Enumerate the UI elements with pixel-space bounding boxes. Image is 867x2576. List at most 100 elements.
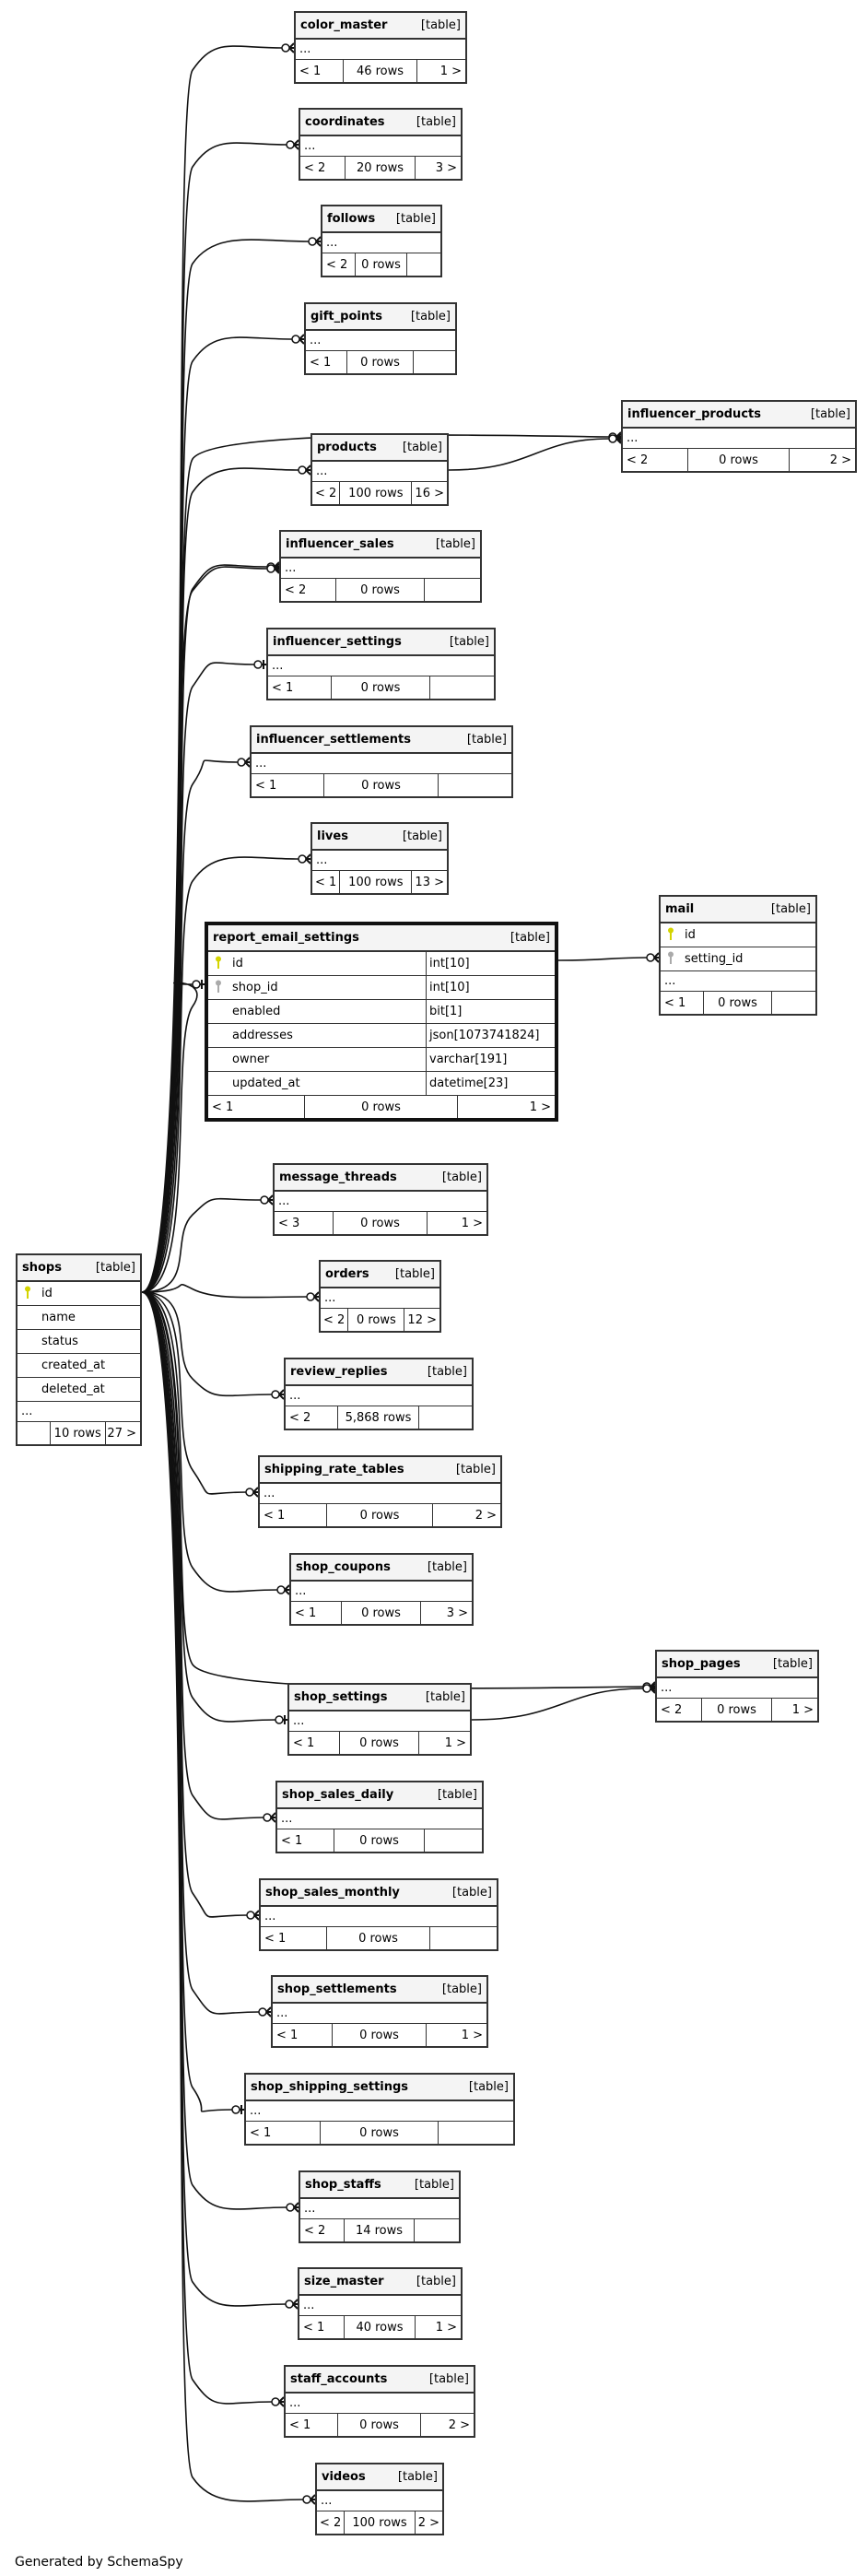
table-name[interactable]: products [317, 441, 377, 454]
more-columns-row[interactable]: ... [246, 2101, 513, 2122]
table-header[interactable]: shop_sales_daily[table] [277, 1782, 482, 1809]
children-link[interactable]: 27 > [107, 1426, 136, 1441]
table-header[interactable]: review_replies[table] [286, 1359, 472, 1386]
children-link[interactable] [439, 774, 511, 796]
table-name[interactable]: influencer_settlements [256, 733, 411, 747]
children-link[interactable]: 16 > [415, 486, 444, 500]
more-columns-row[interactable]: ... [296, 40, 465, 60]
parents-link[interactable]: < 1 [296, 60, 344, 82]
children-link[interactable] [425, 579, 480, 601]
table-name[interactable]: shop_sales_monthly [265, 1886, 400, 1900]
parents-link[interactable]: < 3 [275, 1212, 334, 1234]
parents-link[interactable]: < 1 [260, 1504, 328, 1526]
table-name[interactable]: coordinates [305, 115, 385, 129]
table-name[interactable]: orders [325, 1267, 369, 1281]
children-link[interactable]: 1 > [791, 1702, 814, 1717]
more-columns-row[interactable]: ... [268, 656, 494, 676]
table-name[interactable]: follows [327, 212, 376, 226]
table-name[interactable]: review_replies [290, 1365, 388, 1379]
table-name[interactable]: shop_sales_daily [282, 1788, 394, 1802]
parents-link[interactable]: < 2 [657, 1699, 702, 1721]
table-name[interactable]: influencer_sales [286, 537, 394, 551]
children-link[interactable]: 12 > [407, 1312, 437, 1327]
table-name[interactable]: shop_staffs [305, 2178, 381, 2192]
more-columns-row[interactable]: ... [300, 136, 461, 157]
children-link[interactable] [439, 2122, 513, 2144]
children-link[interactable]: 1 > [435, 2320, 457, 2335]
table-name[interactable]: shop_coupons [296, 1560, 391, 1574]
parents-link[interactable]: < 1 [286, 2414, 339, 2436]
children-link[interactable]: 3 > [435, 160, 457, 175]
table-name[interactable]: videos [322, 2470, 366, 2484]
parents-link[interactable]: < 1 [306, 351, 348, 373]
children-link[interactable] [425, 1829, 482, 1852]
more-columns-row[interactable]: ... [623, 429, 855, 449]
table-name[interactable]: shops [22, 1261, 62, 1275]
children-link[interactable] [419, 1406, 472, 1429]
table-name[interactable]: influencer_settings [273, 635, 402, 649]
table-header[interactable]: message_threads[table] [275, 1165, 486, 1192]
more-columns-row[interactable]: ... [299, 2296, 461, 2316]
column-row[interactable]: id [661, 923, 815, 947]
children-link[interactable]: 1 > [461, 1216, 483, 1230]
children-link[interactable]: 2 > [829, 453, 851, 467]
more-columns-row[interactable]: ... [322, 233, 440, 253]
table-name[interactable]: size_master [304, 2275, 384, 2288]
parents-link[interactable]: < 1 [252, 774, 324, 796]
table-header[interactable]: gift_points[table] [306, 304, 455, 331]
more-columns-row[interactable]: ... [291, 1582, 472, 1602]
column-row[interactable]: status [18, 1330, 140, 1354]
children-link[interactable]: 1 > [529, 1100, 551, 1114]
column-row[interactable]: created_at [18, 1354, 140, 1378]
table-name[interactable]: staff_accounts [290, 2372, 388, 2386]
parents-link[interactable]: < 1 [291, 1602, 342, 1624]
more-columns-row[interactable]: ... [252, 754, 511, 774]
table-header[interactable]: influencer_settlements[table] [252, 727, 511, 754]
parents-link[interactable]: < 1 [268, 676, 332, 699]
table-header[interactable]: report_email_settings[table] [208, 925, 555, 952]
more-columns-row[interactable]: ... [312, 462, 447, 482]
children-link[interactable]: 3 > [446, 1606, 468, 1620]
table-header[interactable]: shop_pages[table] [657, 1652, 817, 1678]
table-header[interactable]: influencer_products[table] [623, 402, 855, 429]
more-columns-row[interactable]: ... [657, 1678, 817, 1699]
parents-link[interactable] [18, 1422, 51, 1444]
table-header[interactable]: influencer_sales[table] [281, 532, 480, 559]
parents-link[interactable]: < 2 [286, 1406, 338, 1429]
table-header[interactable]: shop_shipping_settings[table] [246, 2075, 513, 2101]
parents-link[interactable]: < 1 [289, 1732, 340, 1754]
parents-link[interactable]: < 2 [317, 2511, 346, 2534]
children-link[interactable] [772, 992, 815, 1014]
parents-link[interactable]: < 1 [277, 1829, 335, 1852]
more-columns-row[interactable]: ... [273, 2004, 486, 2024]
table-header[interactable]: influencer_settings[table] [268, 629, 494, 656]
children-link[interactable] [415, 2219, 459, 2241]
more-columns-row[interactable]: ... [18, 1402, 140, 1422]
parents-link[interactable]: < 2 [312, 482, 341, 504]
table-header[interactable]: shipping_rate_tables[table] [260, 1457, 500, 1484]
table-name[interactable]: shipping_rate_tables [264, 1463, 404, 1476]
parents-link[interactable]: < 2 [321, 1309, 349, 1331]
more-columns-row[interactable]: ... [312, 851, 447, 871]
table-header[interactable]: shop_settings[table] [289, 1685, 470, 1711]
more-columns-row[interactable]: ... [281, 559, 480, 579]
children-link[interactable]: 2 > [475, 1508, 497, 1523]
column-row[interactable]: name [18, 1306, 140, 1330]
